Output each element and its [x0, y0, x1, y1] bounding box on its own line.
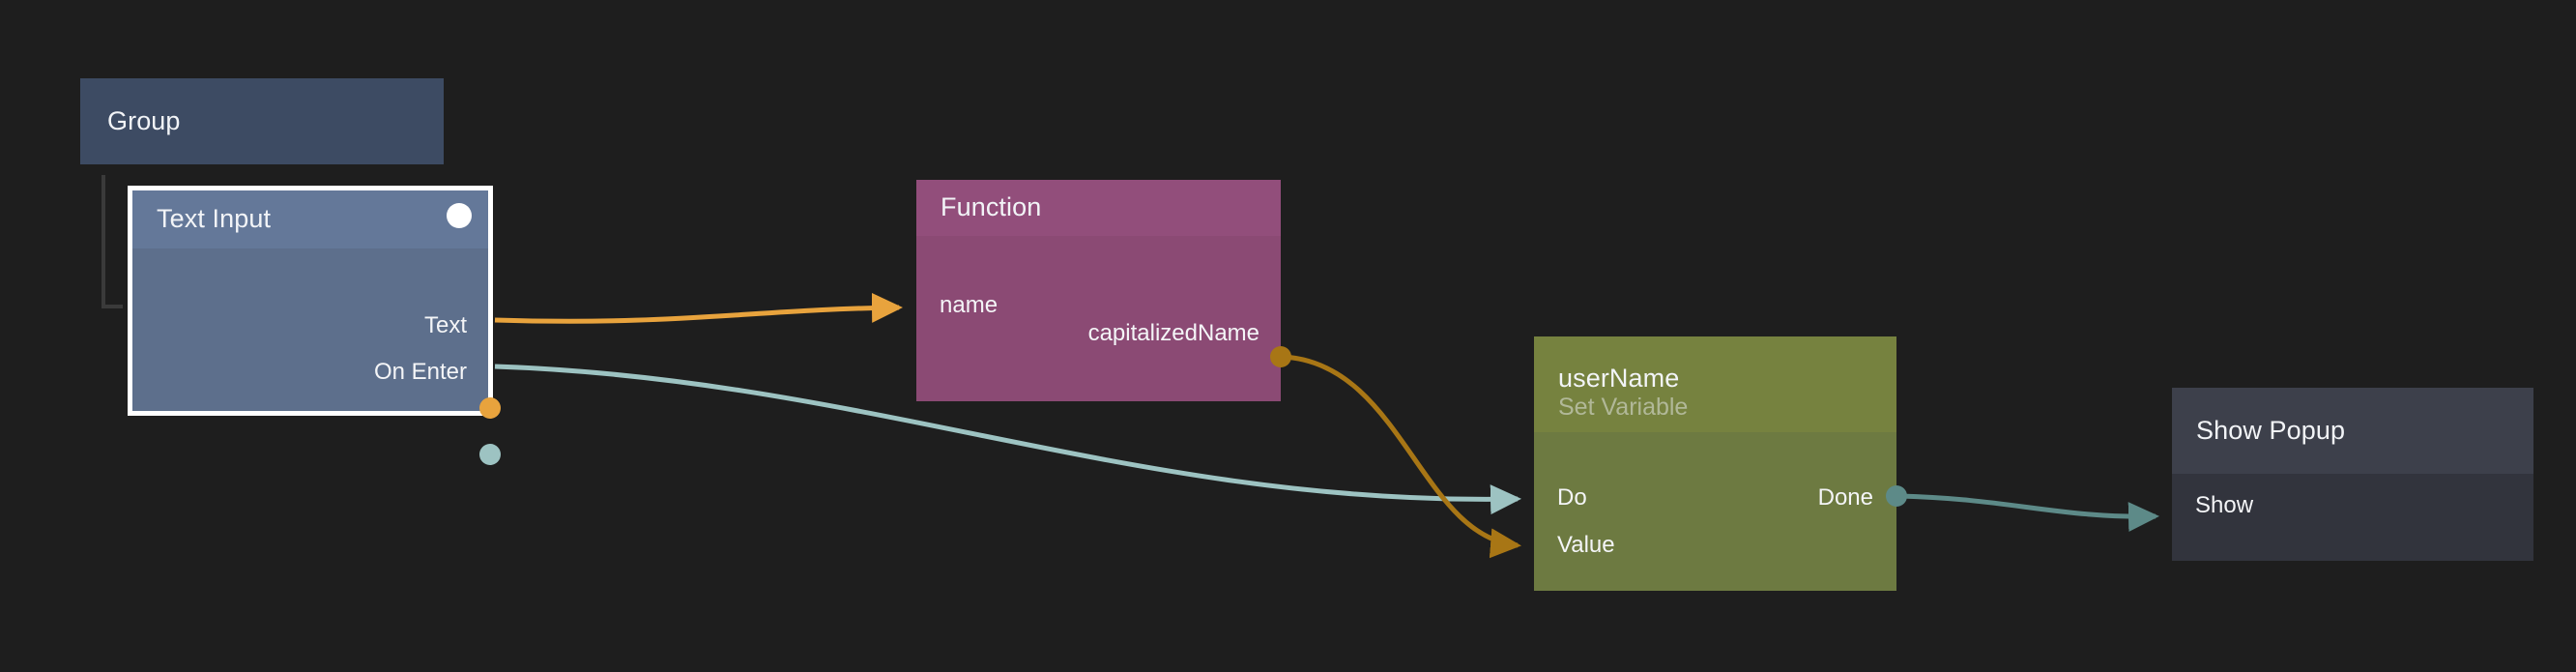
- port-dot-capitalizedname-output[interactable]: [1270, 346, 1291, 367]
- wire-text-to-name: [494, 292, 903, 324]
- function-node-title: Function: [941, 192, 1042, 222]
- node-function[interactable]: Function name capitalizedName: [916, 180, 1291, 401]
- port-label-text: Text: [423, 312, 467, 338]
- user-name-node-subtitle: Set Variable: [1558, 393, 1689, 421]
- function-node-header[interactable]: Function: [916, 180, 1281, 236]
- function-node-body: name capitalizedName: [916, 236, 1281, 401]
- port-label-capitalizedname: capitalizedName: [1087, 320, 1259, 346]
- group-node-title: Group: [107, 105, 181, 135]
- group-child-bracket: [101, 175, 123, 308]
- port-row-value-input[interactable]: Value: [1557, 534, 1615, 557]
- show-popup-node-header[interactable]: Show Popup: [2172, 388, 2533, 474]
- port-dot-on-enter-output[interactable]: [479, 444, 501, 465]
- port-label-on-enter: On Enter: [373, 359, 467, 385]
- wire-done-to-show: [1899, 493, 2159, 533]
- port-row-done-output[interactable]: Done: [1818, 486, 1873, 510]
- node-user-name[interactable]: userName Set Variable Do Value Done: [1534, 336, 1907, 591]
- port-label-name: name: [940, 292, 999, 318]
- port-label-done: Done: [1817, 484, 1873, 511]
- node-show-popup[interactable]: Show Popup Show: [2172, 388, 2533, 561]
- text-input-node-body: Text On Enter: [132, 248, 488, 411]
- port-row-name-input[interactable]: name: [940, 294, 998, 317]
- port-row-do-input[interactable]: Do: [1557, 486, 1587, 510]
- port-label-value: Value: [1557, 532, 1615, 558]
- active-dot-icon: [447, 203, 472, 228]
- node-group[interactable]: Group: [80, 78, 444, 164]
- port-dot-text-output[interactable]: [479, 397, 501, 419]
- text-input-node-title: Text Input: [157, 204, 272, 234]
- port-dot-done-output[interactable]: [1886, 485, 1907, 507]
- port-row-capitalizedname-output[interactable]: capitalizedName: [1088, 322, 1259, 345]
- port-row-on-enter-output[interactable]: On Enter: [374, 361, 467, 384]
- show-popup-node-title: Show Popup: [2196, 415, 2346, 445]
- wire-capitalizedname-to-value: [1282, 354, 1521, 559]
- port-row-text-output[interactable]: Text: [424, 314, 467, 337]
- user-name-node-body: Do Value Done: [1534, 432, 1896, 591]
- user-name-node-title: userName: [1558, 363, 1680, 393]
- user-name-node-header[interactable]: userName Set Variable: [1534, 336, 1896, 432]
- node-text-input[interactable]: Text Input Text On Enter: [128, 186, 501, 465]
- port-row-show-input[interactable]: Show: [2195, 494, 2253, 517]
- group-node-header[interactable]: Group: [80, 78, 444, 164]
- port-label-show: Show: [2195, 492, 2254, 518]
- port-label-do: Do: [1557, 484, 1587, 511]
- show-popup-node-body: Show: [2172, 474, 2533, 561]
- text-input-node-header[interactable]: Text Input: [132, 190, 488, 248]
